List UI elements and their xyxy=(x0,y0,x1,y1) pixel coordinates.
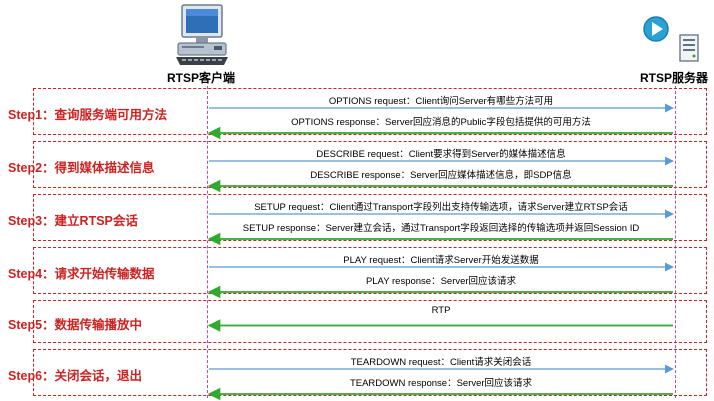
message-label: PLAY response：Server回应该请求 xyxy=(365,276,517,287)
step-box-5 xyxy=(33,300,707,343)
message-label: TEARDOWN request：Client请求关闭会话 xyxy=(350,357,532,368)
client-lifeline xyxy=(207,86,208,398)
message-label: SETUP request：Client通过Transport字段列出支持传输选… xyxy=(254,202,628,213)
server-label: RTSP服务器 xyxy=(640,71,709,85)
step-label-5: Step5：数据传输播放中 xyxy=(8,317,143,332)
step-box-3 xyxy=(33,194,707,241)
step-label-6: Step6：关闭会话，退出 xyxy=(8,368,143,383)
message-label: OPTIONS request：Client询问Server有哪些方法可用 xyxy=(328,96,554,107)
client-label: RTSP客户端 xyxy=(167,71,236,85)
step-box-6 xyxy=(33,349,707,396)
step-label-4: Step4：请求开始传输数据 xyxy=(8,266,155,281)
step-box-4 xyxy=(33,247,707,294)
message-label: DESCRIBE request：Client要求得到Server的媒体描述信息 xyxy=(316,149,566,160)
message-label: SETUP response：Server建立会话，通过Transport字段返… xyxy=(242,223,640,234)
message-label: PLAY request：Client请求Server开始发送数据 xyxy=(343,255,539,266)
message-label: DESCRIBE response：Server回应媒体描述信息，即SDP信息 xyxy=(310,170,572,181)
message-label: OPTIONS response：Server回应消息的Public字段包括提供… xyxy=(291,117,591,128)
message-label: RTP xyxy=(431,305,451,316)
step-label-3: Step3：建立RTSP会话 xyxy=(8,213,138,228)
server-lifeline xyxy=(675,86,676,398)
step-box-1 xyxy=(33,88,707,135)
message-label: TEARDOWN response：Server回应该请求 xyxy=(349,378,533,389)
step-label-1: Step1：查询服务端可用方法 xyxy=(8,107,168,122)
desktop-computer-icon xyxy=(176,4,228,65)
step-label-2: Step2：得到媒体描述信息 xyxy=(8,160,155,175)
step-box-2 xyxy=(33,141,707,188)
server-icon xyxy=(643,16,699,62)
